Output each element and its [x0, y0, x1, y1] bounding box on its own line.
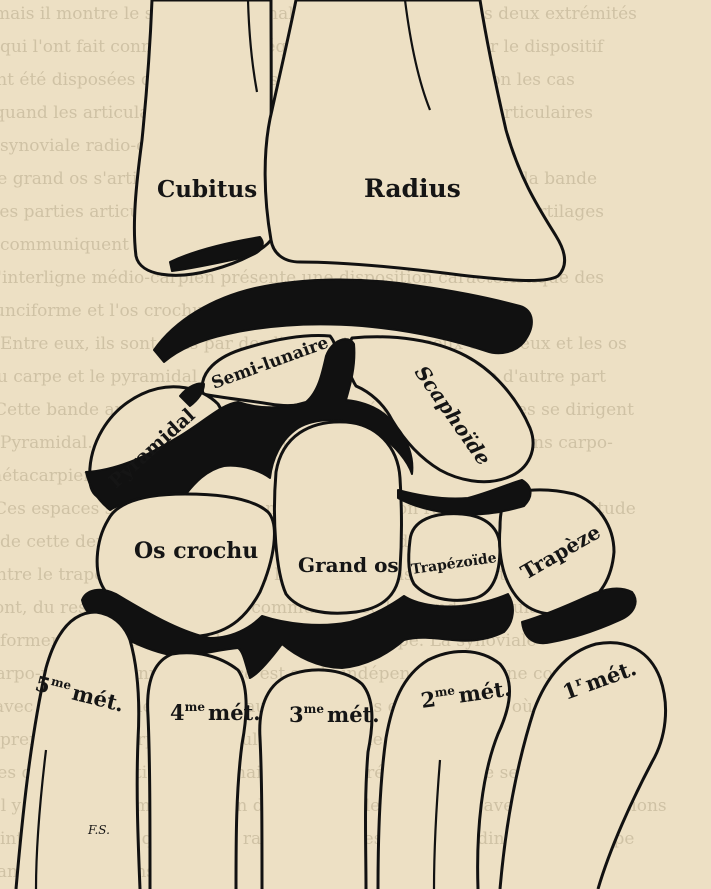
metacarpal-4-bone — [148, 653, 246, 889]
grand-os-label: Grand os — [298, 553, 399, 577]
radius-bone — [265, 0, 564, 281]
os-crochu-label: Os crochu — [134, 538, 258, 564]
artist-signature: F.S. — [87, 823, 110, 837]
metacarpal-1-bone — [500, 643, 666, 889]
cubitus-label: Cubitus — [157, 176, 257, 203]
metacarpal-5-bone — [16, 612, 140, 889]
radius-label: Radius — [364, 174, 461, 203]
grand-os-bone — [274, 422, 401, 613]
scaphoid-trapezium-cartilage — [398, 480, 531, 515]
